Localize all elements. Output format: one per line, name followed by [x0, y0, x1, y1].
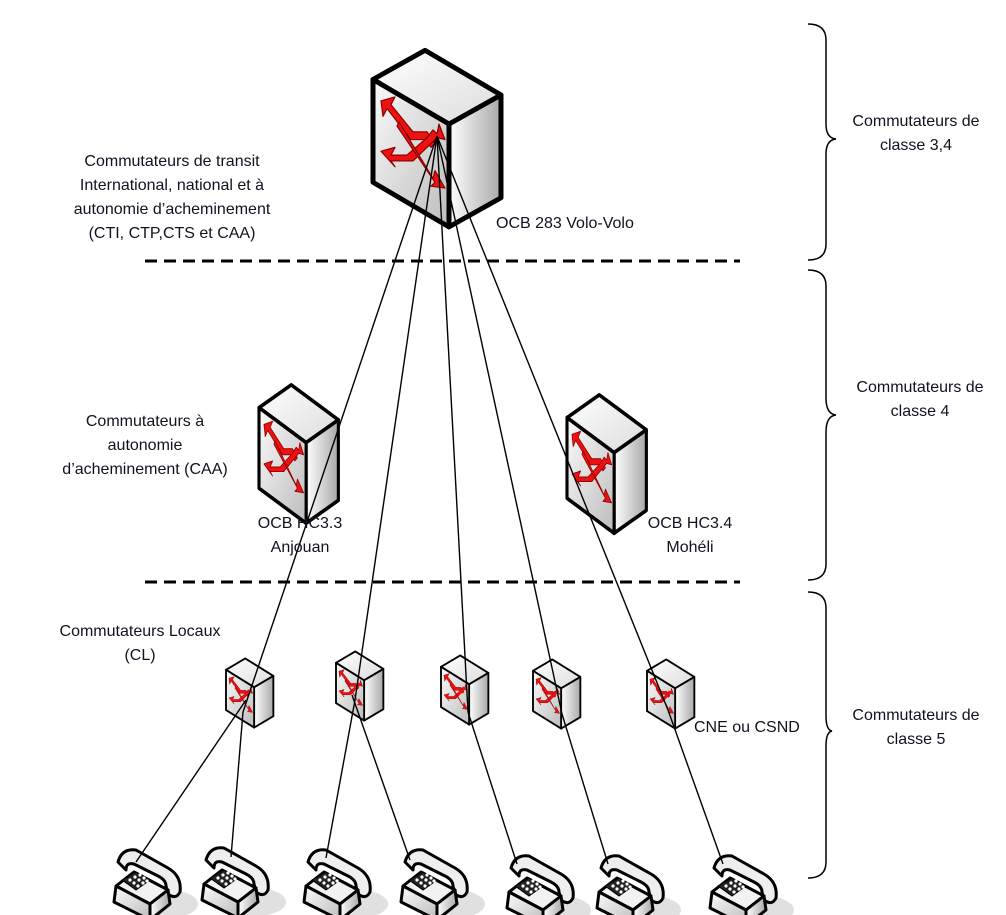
- link-local-4-to-phone-6: [561, 713, 609, 865]
- node-label: OCB HC3.3: [257, 515, 343, 532]
- switch-icon[interactable]: [532, 658, 582, 730]
- label-line: (CL): [124, 647, 156, 664]
- link-local-2-to-phone-3: [325, 699, 356, 859]
- telephone-icon[interactable]: [302, 848, 390, 915]
- brace-label-class34: Commutateurs de classe 3,4: [836, 110, 996, 158]
- switch-icon[interactable]: [257, 382, 341, 526]
- label-line: autonomie: [107, 437, 183, 454]
- link-top-to-local-2: [354, 135, 438, 701]
- label-line: classe 3,4: [879, 137, 953, 154]
- brace-label-class4: Commutateurs de classe 4: [836, 376, 1004, 424]
- label-caa-switches: Commutateurs à autonomie d’acheminement …: [40, 410, 250, 482]
- node-label: Mohéli: [666, 539, 714, 556]
- label-line: (CTI, CTP,CTS et CAA): [88, 225, 256, 242]
- brace-class4: [807, 269, 837, 581]
- link-top-to-local-4: [436, 135, 563, 715]
- label-top-switch: OCB 283 Volo-Volo: [496, 212, 634, 236]
- link-local-3-to-phone-5: [467, 711, 518, 865]
- label-line: Commutateurs Locaux: [59, 623, 221, 640]
- link-local-5-to-phone-7: [667, 709, 724, 865]
- switch-icon[interactable]: [440, 654, 490, 726]
- label-line: classe 5: [886, 731, 946, 748]
- brace-class5: [807, 591, 833, 879]
- telephone-icon[interactable]: [112, 848, 200, 915]
- label-line: International, national et à: [79, 177, 265, 194]
- link-local-1-to-phone-1: [135, 699, 247, 863]
- label-line: Commutateurs de transit: [84, 153, 260, 170]
- telephone-icon[interactable]: [399, 848, 487, 915]
- switch-icon[interactable]: [335, 650, 385, 722]
- node-label: OCB HC3.4: [647, 515, 733, 532]
- label-moheli: OCB HC3.4 Mohéli: [630, 512, 750, 560]
- label-line: Commutateurs de: [852, 707, 980, 724]
- label-line: Commutateurs de: [856, 379, 984, 396]
- telephone-icon[interactable]: [708, 854, 796, 915]
- node-label: Anjouan: [270, 539, 330, 556]
- link-local-1-to-phone-2: [230, 711, 244, 858]
- label-line: Commutateurs à: [85, 413, 205, 430]
- label-line: Commutateurs de: [852, 113, 980, 130]
- brace-label-class5: Commutateurs de classe 5: [832, 704, 1000, 752]
- link-top-to-local-1: [242, 135, 438, 713]
- label-line: classe 4: [890, 403, 950, 420]
- link-top-to-local-3: [436, 135, 469, 713]
- brace-class34: [807, 23, 837, 261]
- label-transit-switches: Commutateurs de transit International, n…: [52, 150, 292, 246]
- telephone-icon[interactable]: [595, 854, 683, 915]
- label-line: autonomie d’acheminement: [73, 201, 271, 218]
- label-local-switches: Commutateurs Locaux (CL): [40, 620, 240, 668]
- label-cne-csnd: CNE ou CSND: [694, 716, 800, 740]
- telephone-icon[interactable]: [505, 854, 593, 915]
- link-local-2-to-phone-4: [351, 694, 411, 861]
- link-top-to-local-5: [436, 135, 669, 711]
- node-label: CNE ou CSND: [694, 719, 800, 736]
- telephone-icon[interactable]: [200, 846, 288, 915]
- node-label: OCB 283 Volo-Volo: [496, 215, 634, 232]
- label-line: d’acheminement (CAA): [62, 461, 228, 478]
- label-anjouan: OCB HC3.3 Anjouan: [240, 512, 360, 560]
